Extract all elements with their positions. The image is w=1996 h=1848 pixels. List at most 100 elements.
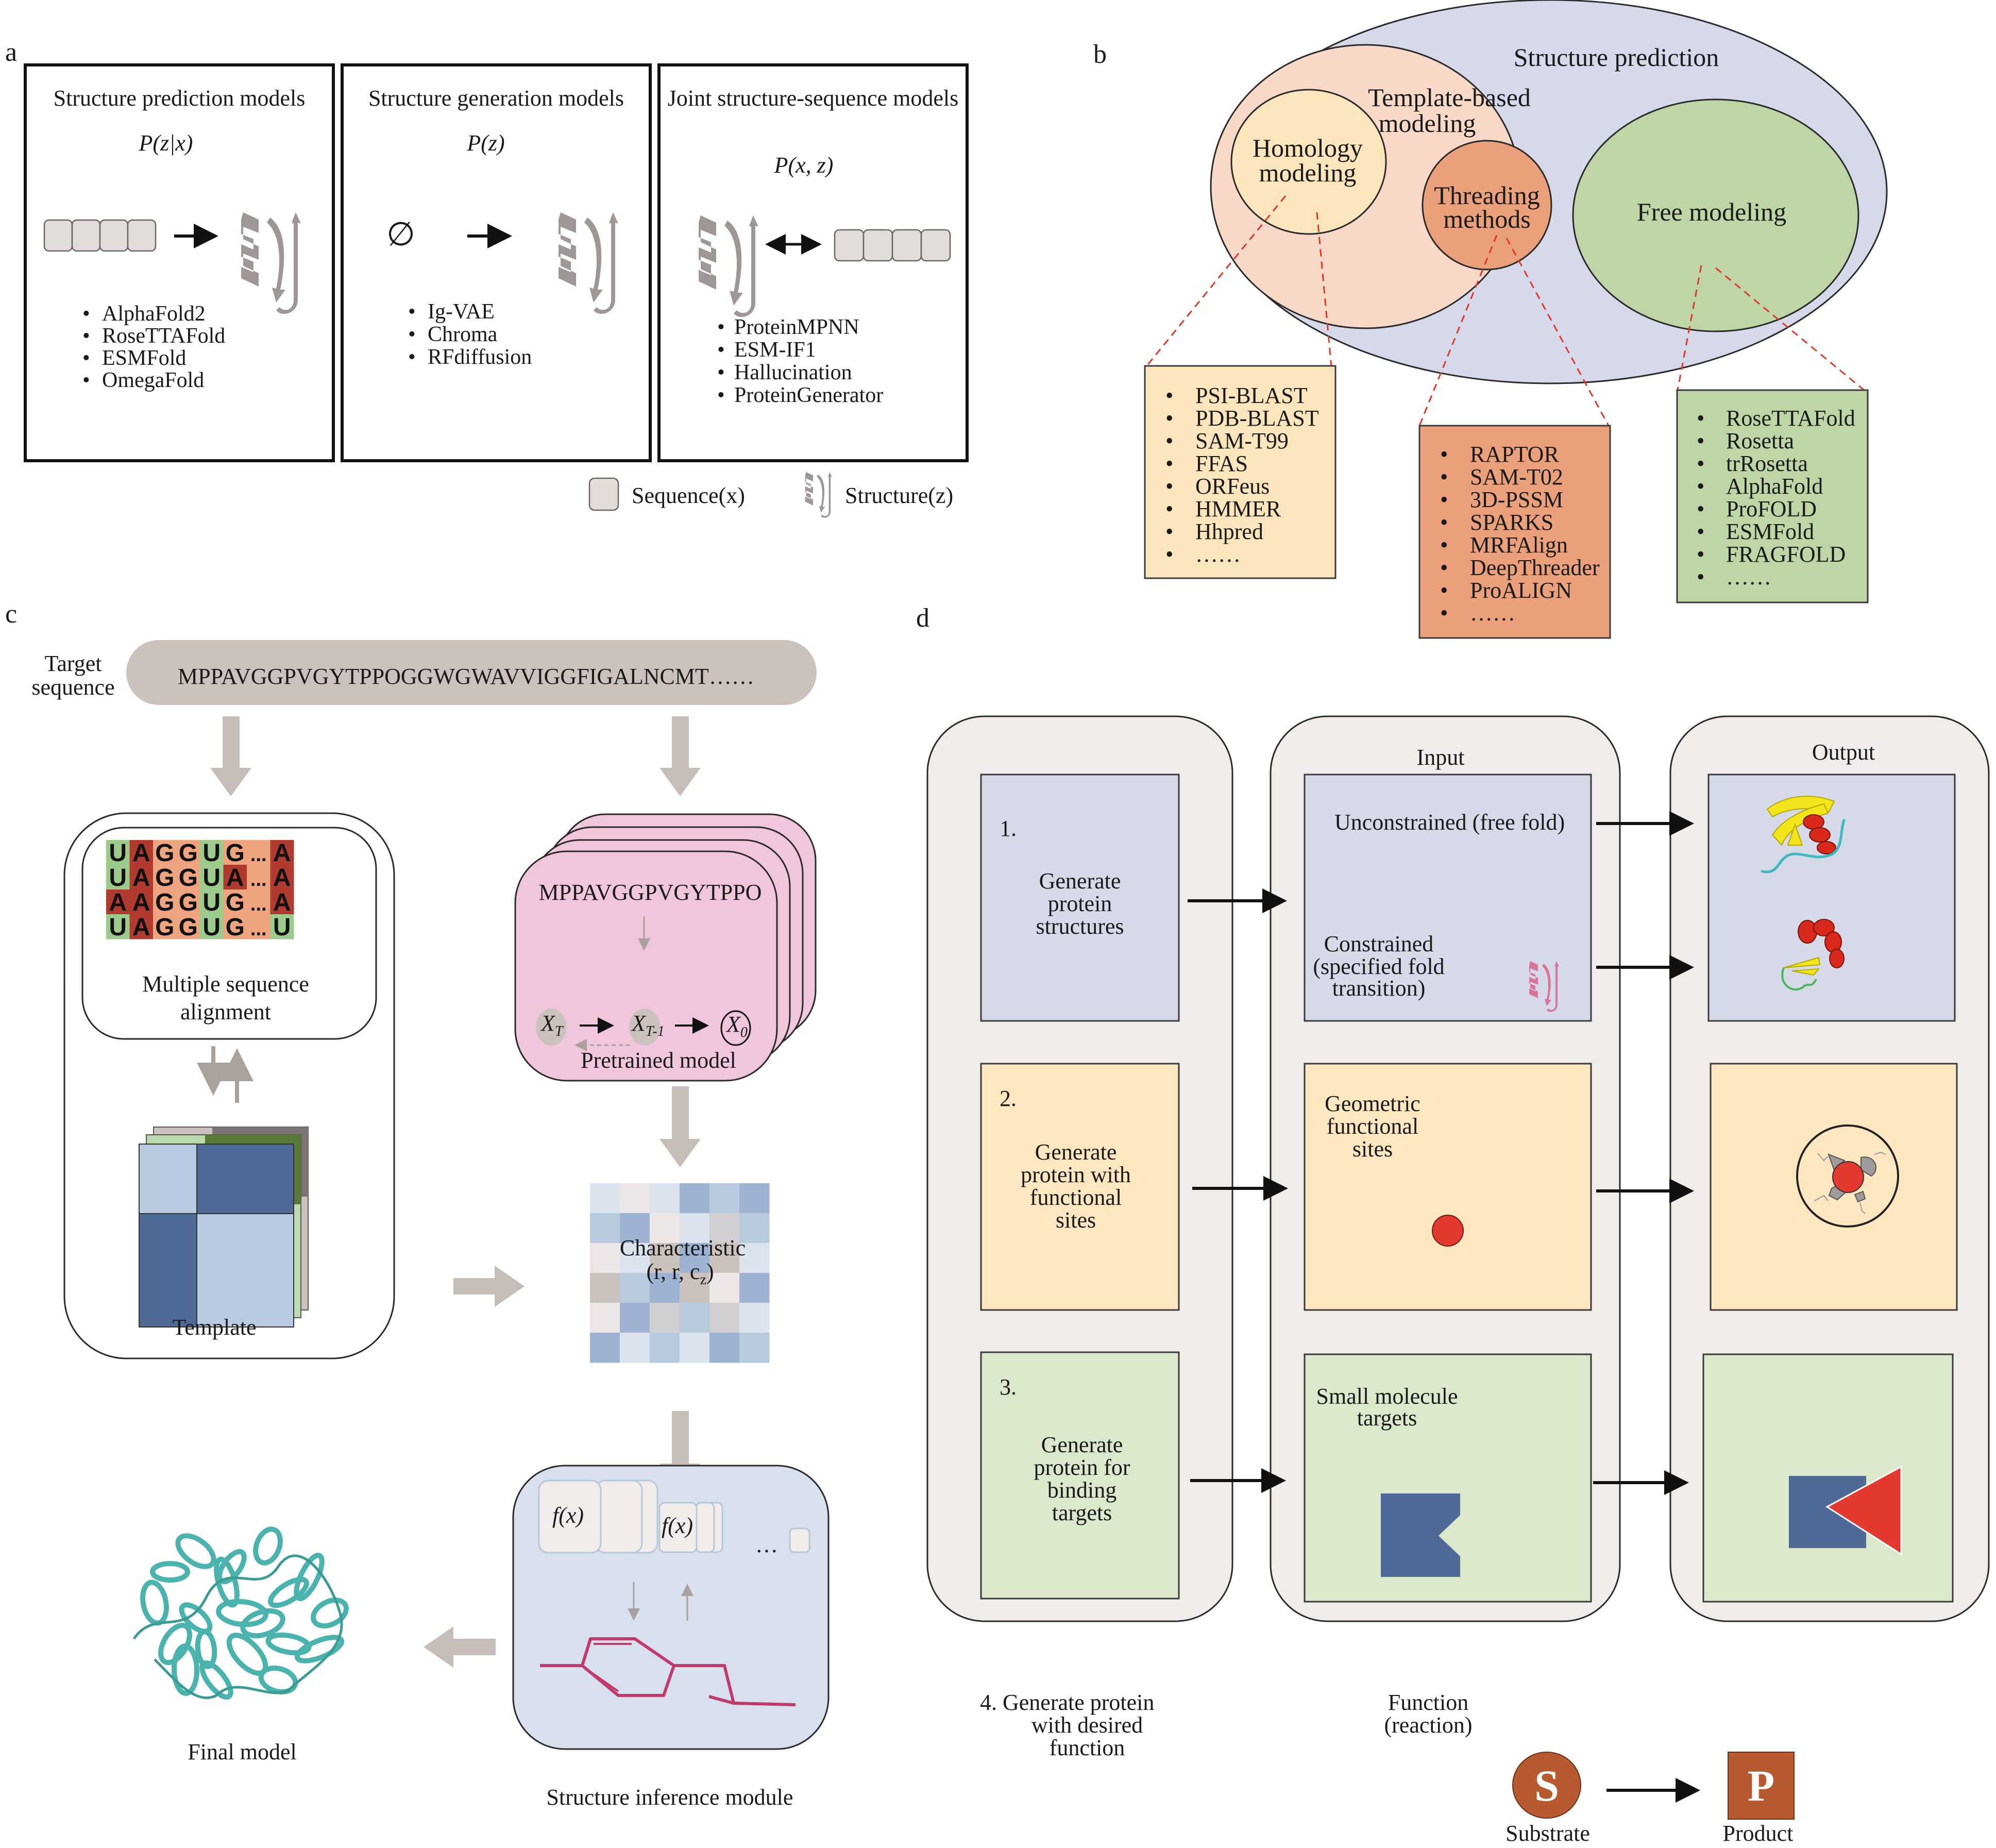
input-box-1 — [1304, 774, 1592, 1022]
model-item: ProteinMPNN — [734, 315, 859, 339]
msa-cell — [200, 840, 224, 865]
msa-letter: A — [109, 889, 127, 916]
msa-cell — [129, 914, 154, 939]
tool-item: RAPTOR — [1470, 442, 1559, 467]
msa-letter: U — [202, 864, 221, 892]
msa-letter: G — [226, 914, 245, 941]
msa-label-line: alignment — [180, 999, 271, 1024]
msa-letter: G — [179, 839, 198, 867]
task-line: Generate — [1041, 1432, 1123, 1457]
task4-line: function — [1050, 1735, 1125, 1760]
matrix-cell — [680, 1303, 710, 1333]
helix-ribbon — [171, 1643, 200, 1696]
ellipsis: … — [755, 1532, 778, 1557]
down-arrow — [210, 716, 251, 796]
list-bullet: • — [1697, 519, 1704, 544]
msa-letter: A — [132, 889, 150, 916]
msa-letter: G — [155, 864, 174, 892]
sequence-blocks — [43, 219, 157, 252]
substrate-icon — [1512, 1752, 1581, 1819]
matrix-cell — [590, 1273, 620, 1303]
input-box-2 — [1304, 1063, 1592, 1311]
matrix-cell — [650, 1273, 680, 1303]
matrix-cell — [620, 1183, 650, 1214]
helix-ribbon — [240, 1608, 285, 1639]
msa-letter: U — [202, 839, 221, 867]
msa-letter: U — [202, 889, 221, 916]
task-number: 2. — [1000, 1086, 1017, 1111]
model-item: Ig-VAE — [428, 300, 495, 324]
small-molecule-target-shape — [1381, 1493, 1460, 1577]
matrix-cell — [590, 1243, 620, 1273]
msa-letter: A — [226, 864, 244, 892]
task-box-2 — [980, 1063, 1180, 1311]
matrix-cell — [709, 1303, 740, 1333]
msa-cell — [153, 889, 177, 915]
list-bullet: • — [1440, 600, 1448, 626]
msa-cell — [270, 914, 294, 939]
threading-tools-box — [1418, 425, 1611, 639]
panel-b: Structure prediction Template-based mode… — [1144, 0, 1888, 639]
input-line: sites — [1352, 1136, 1393, 1162]
tool-item: …… — [1195, 542, 1241, 567]
matrix-cell — [620, 1333, 650, 1363]
msa-letter: G — [155, 889, 174, 916]
msa-letter: G — [155, 839, 174, 867]
panel-label-b: b — [1093, 40, 1107, 69]
functional-site-dot — [1432, 1215, 1464, 1247]
panel-label-d: d — [916, 603, 929, 633]
homology-label-line: Homology — [1253, 133, 1363, 162]
legend-structure: Structure(z) — [845, 483, 953, 508]
helix-ribbon — [195, 1629, 217, 1669]
model-item: ESMFold — [102, 346, 186, 370]
task-line: targets — [1052, 1500, 1112, 1525]
list-bullet: • — [1165, 496, 1173, 522]
right-arrow — [453, 1266, 525, 1307]
task-line: structures — [1036, 914, 1124, 939]
list-bullet: • — [1697, 564, 1704, 590]
target-label-line: Target — [45, 651, 102, 676]
tool-item: SPARKS — [1470, 510, 1553, 535]
target-label-line: sequence — [31, 675, 114, 700]
matrix-cell — [650, 1243, 680, 1273]
input-constrained-line: (specified fold — [1313, 954, 1444, 979]
model-list: •ProteinMPNN •ESM-IF1 •Hallucination •Pr… — [717, 315, 883, 407]
model-box-generation — [341, 63, 652, 462]
homology-label-line: modeling — [1259, 158, 1357, 187]
helix-ribbon — [140, 1580, 169, 1626]
inference-module-label: Structure inference module — [547, 1785, 793, 1810]
list-bullet: • — [1697, 451, 1704, 476]
template-label-line: modeling — [1379, 109, 1476, 138]
final-model-protein — [132, 1526, 349, 1700]
msa-letter: ... — [250, 869, 267, 891]
model-item: ProteinGenerator — [734, 383, 883, 407]
matrix-cell — [680, 1243, 710, 1273]
list-bullet: • — [1440, 487, 1448, 512]
characteristic-matrix — [590, 1183, 770, 1363]
output-header: Output — [1812, 740, 1875, 765]
list-bullet: • — [1165, 519, 1173, 544]
msa-cell — [153, 840, 177, 865]
input-line: Small molecule — [1316, 1384, 1458, 1409]
msa-cell — [106, 889, 130, 915]
binding-output-shape — [1789, 1465, 1902, 1556]
helix-ribbon — [158, 1622, 192, 1666]
function-line: (reaction) — [1384, 1712, 1473, 1738]
helix-ribbon — [294, 1635, 345, 1664]
matrix-cell — [680, 1273, 710, 1303]
node-label: XT — [540, 1011, 564, 1039]
list-bullet: • — [1165, 383, 1173, 408]
pretrained-model-stack — [514, 813, 817, 1082]
task4-line: with desired — [1031, 1712, 1143, 1738]
msa-letter: U — [109, 914, 127, 941]
task-line: protein with — [1021, 1162, 1131, 1187]
msa-cell — [129, 865, 154, 890]
matrix-cell — [680, 1333, 710, 1363]
product-label: Product — [1723, 1821, 1794, 1846]
matrix-cell — [739, 1213, 770, 1244]
homology-tools-list: •PSI-BLAST •PDB-BLAST •SAM-T99 •FFAS •OR… — [1165, 383, 1319, 567]
input-line: targets — [1357, 1405, 1417, 1431]
task-line: Generate — [1035, 1139, 1117, 1165]
matrix-cell — [739, 1183, 770, 1214]
msa-letter: A — [132, 914, 150, 941]
